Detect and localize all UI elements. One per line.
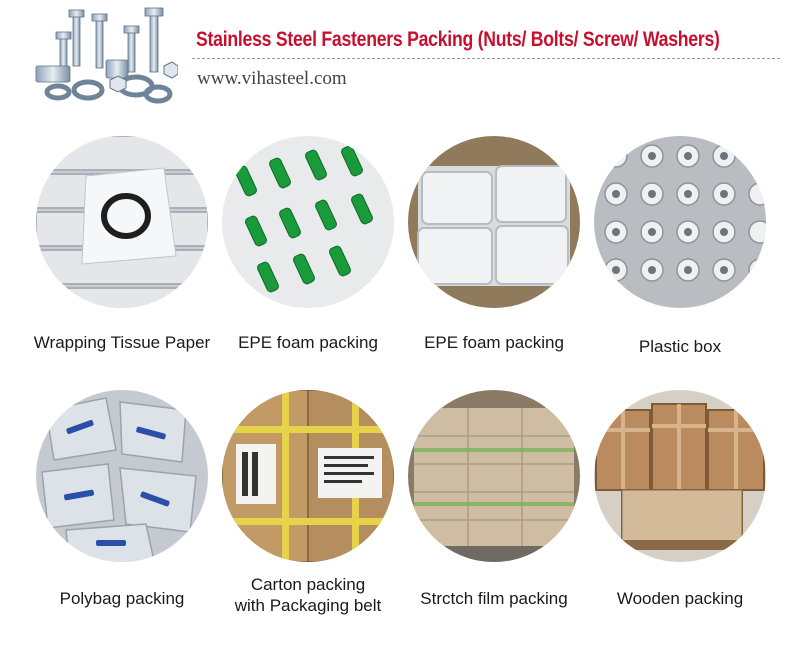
- packing-caption: Polybag packing: [59, 589, 185, 608]
- packing-caption: Wrapping Tissue Paper: [33, 333, 211, 352]
- stretch-film-pallet-photo: [408, 390, 580, 562]
- packing-caption: Wooden packing: [616, 589, 744, 608]
- packing-caption: Strctch film packing: [420, 589, 568, 608]
- page-header: Stainless Steel Fasteners Packing (Nuts/…: [0, 0, 800, 110]
- wooden-crates-photo: [594, 390, 766, 562]
- packing-caption: Carton packing with Packaging belt: [234, 575, 382, 615]
- title-divider: [192, 58, 780, 59]
- website-url: www.vihasteel.com: [197, 68, 347, 89]
- fasteners-banner-image: [18, 6, 179, 106]
- belted-cartons-photo: [222, 390, 394, 562]
- polybags-of-parts-photo: [36, 390, 208, 562]
- packing-caption: Plastic box: [638, 337, 722, 356]
- white-foam-sheets-photo: [408, 136, 580, 308]
- tissue-wrapped-fastener-photo: [36, 136, 208, 308]
- packing-caption: EPE foam packing: [238, 333, 378, 352]
- green-fasteners-in-foam-photo: [222, 136, 394, 308]
- page-title: Stainless Steel Fasteners Packing (Nuts/…: [196, 28, 720, 51]
- clear-plastic-box-photo: [594, 136, 766, 308]
- packing-caption: EPE foam packing: [424, 333, 564, 352]
